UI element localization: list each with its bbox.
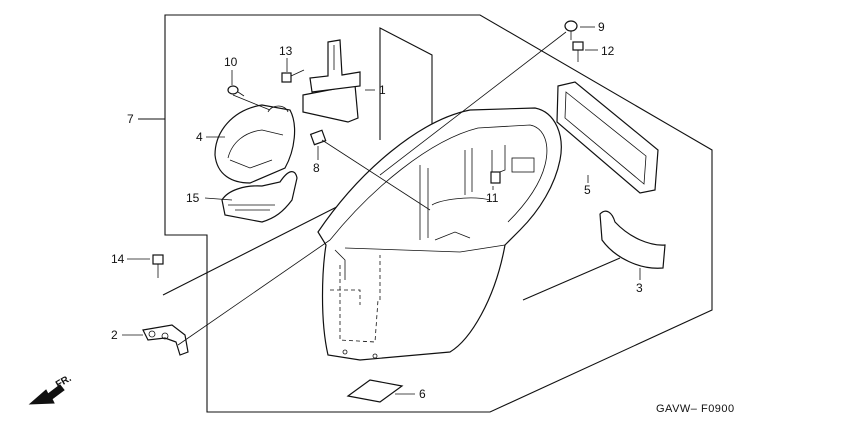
- bolt-part-12: [572, 41, 584, 62]
- luggage-box: [317, 107, 562, 361]
- leader-lines: [122, 26, 641, 395]
- callout-13: 13: [279, 44, 293, 58]
- front-direction-arrow-icon: [28, 384, 65, 405]
- clip-part-8: [309, 129, 327, 146]
- label-part-6: [346, 379, 404, 403]
- callout-9: 9: [598, 20, 605, 34]
- strip-part-3: [599, 210, 666, 269]
- clip-part-11: [490, 171, 501, 184]
- callout-4: 4: [196, 130, 203, 144]
- callout-3: 3: [636, 281, 643, 295]
- callout-5: 5: [584, 183, 591, 197]
- drawing-code: GAVW– F0900: [656, 403, 735, 415]
- callout-6: 6: [419, 387, 426, 401]
- callout-15: 15: [186, 191, 200, 205]
- callout-7: 7: [127, 112, 134, 126]
- assembly-outline: [164, 14, 713, 413]
- callout-10: 10: [224, 55, 238, 69]
- pad-part-15: [221, 171, 298, 223]
- callout-1: 1: [379, 83, 386, 97]
- callout-2: 2: [111, 328, 118, 342]
- bracket-part-1: [302, 39, 361, 123]
- bolt-part-14: [152, 254, 164, 278]
- bolt-part-10: [227, 85, 245, 97]
- panel-part-5: [556, 81, 659, 194]
- callout-8: 8: [313, 161, 320, 175]
- stay-part-2: [142, 324, 189, 356]
- callout-12: 12: [601, 44, 615, 58]
- callout-11: 11: [486, 191, 499, 205]
- bolt-part-13: [281, 69, 305, 83]
- callout-14: 14: [111, 252, 125, 266]
- front-direction-label: FR.: [54, 373, 74, 391]
- cover-part-4: [214, 104, 296, 184]
- screw-part-9: [564, 20, 578, 40]
